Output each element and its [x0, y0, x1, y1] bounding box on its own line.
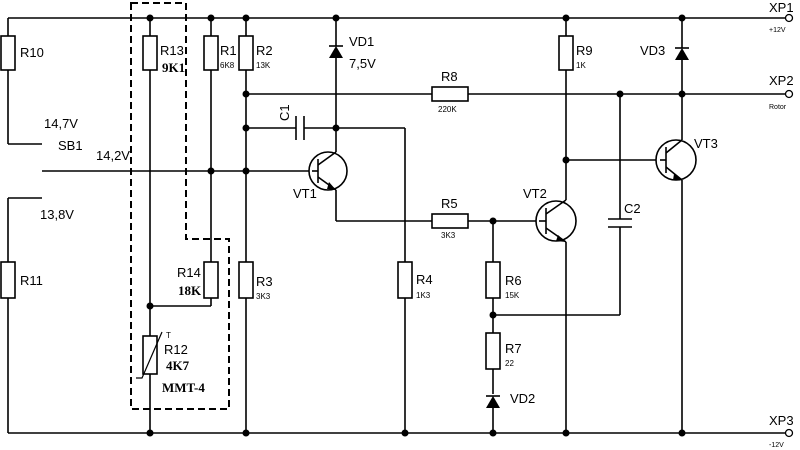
connector-xp1: XP1 +12V: [769, 0, 794, 34]
resistor-r14: R14 18K: [150, 261, 219, 307]
transistor-vt2: VT2: [523, 160, 577, 315]
r8-value: 220K: [438, 105, 457, 114]
switch-pos-mid-label: 14,2V: [96, 148, 130, 163]
connector-xp2-sub: Rotor: [769, 104, 787, 111]
capacitor-c1: C1: [246, 104, 336, 140]
c2-label: C2: [624, 201, 641, 216]
capacitor-c2: C2: [608, 94, 641, 315]
r3-value: 3K3: [256, 292, 271, 301]
junction-dots: [146, 14, 686, 437]
thermistor-r12: T R12 4K7 MMT-4: [136, 331, 205, 433]
thermistor-mark: [136, 331, 163, 379]
r7-label: R7: [505, 341, 522, 356]
resistor-r8: R8 220K: [431, 69, 469, 114]
connector-xp2-label: XP2: [769, 73, 794, 88]
r3-label: R3: [256, 274, 273, 289]
vd2-label: VD2: [510, 391, 535, 406]
r4-label: R4: [416, 272, 433, 287]
connector-xp1-sub: +12V: [769, 27, 786, 34]
resistor-r11: R11: [0, 197, 43, 433]
resistor-r2: R2 13K: [238, 18, 273, 262]
r14-value: 18K: [178, 283, 202, 298]
r5-value: 3K3: [441, 231, 456, 240]
switch-sb1[interactable]: 14,7V SB1 14,2V 13,8V: [40, 116, 130, 222]
r13-label: R13: [160, 43, 184, 58]
r4-value: 1K3: [416, 291, 431, 300]
r1-value: 6K8: [220, 61, 235, 70]
r2-label: R2: [256, 43, 273, 58]
vd1-value: 7,5V: [349, 56, 376, 71]
resistor-r4: R4 1K3: [397, 128, 433, 433]
r1-label: R1: [220, 43, 237, 58]
r10-label: R10: [20, 45, 44, 60]
transistor-vt3: VT3: [655, 94, 718, 433]
vt1-label: VT1: [293, 186, 317, 201]
resistor-r13: R13 9K1: [142, 18, 185, 336]
sensor-module-outline: [130, 2, 230, 410]
r2-value: 13K: [256, 61, 271, 70]
resistor-r9: R9 1K: [558, 18, 593, 160]
r8-label: R8: [441, 69, 458, 84]
vd3-label: VD3: [640, 43, 665, 58]
r14-label: R14: [177, 265, 201, 280]
zener-vd2: VD2: [486, 391, 535, 433]
vd1-label: VD1: [349, 34, 374, 49]
resistor-r7: R7 22: [485, 332, 522, 394]
zener-vd1: VD1 7,5V: [329, 18, 376, 146]
switch-pos-top-label: 14,7V: [44, 116, 78, 131]
switch-pos-bottom-label: 13,8V: [40, 207, 74, 222]
connector-xp3-label: XP3: [769, 413, 794, 428]
r12-type: MMT-4: [162, 380, 205, 395]
vt2-label: VT2: [523, 186, 547, 201]
r7-value: 22: [505, 359, 514, 368]
connector-xp2: XP2 Rotor: [769, 73, 794, 111]
connector-xp3-sub: -12V: [769, 442, 784, 449]
resistor-r10: R10: [0, 18, 44, 145]
vt3-label: VT3: [694, 136, 718, 151]
r9-value: 1K: [576, 61, 586, 70]
switch-label: SB1: [58, 138, 83, 153]
r13-value: 9K1: [162, 60, 185, 75]
r5-label: R5: [441, 196, 458, 211]
connector-xp3: XP3 -12V: [769, 413, 794, 449]
resistor-r5: R5 3K3: [336, 196, 539, 240]
r6-value: 15K: [505, 291, 520, 300]
resistor-r1: R1 6K8: [203, 18, 237, 262]
r12-value: 4K7: [166, 358, 190, 373]
r11-label: R11: [20, 273, 43, 288]
r12-t-mark: T: [166, 331, 171, 340]
r6-label: R6: [505, 273, 522, 288]
r9-label: R9: [576, 43, 593, 58]
c1-label: C1: [277, 104, 292, 121]
resistor-r3: R3 3K3: [238, 261, 273, 433]
transistor-vt1: VT1: [293, 146, 348, 221]
zener-vd3: VD3: [640, 18, 689, 94]
r12-label: R12: [164, 342, 188, 357]
connector-xp1-label: XP1: [769, 0, 794, 15]
